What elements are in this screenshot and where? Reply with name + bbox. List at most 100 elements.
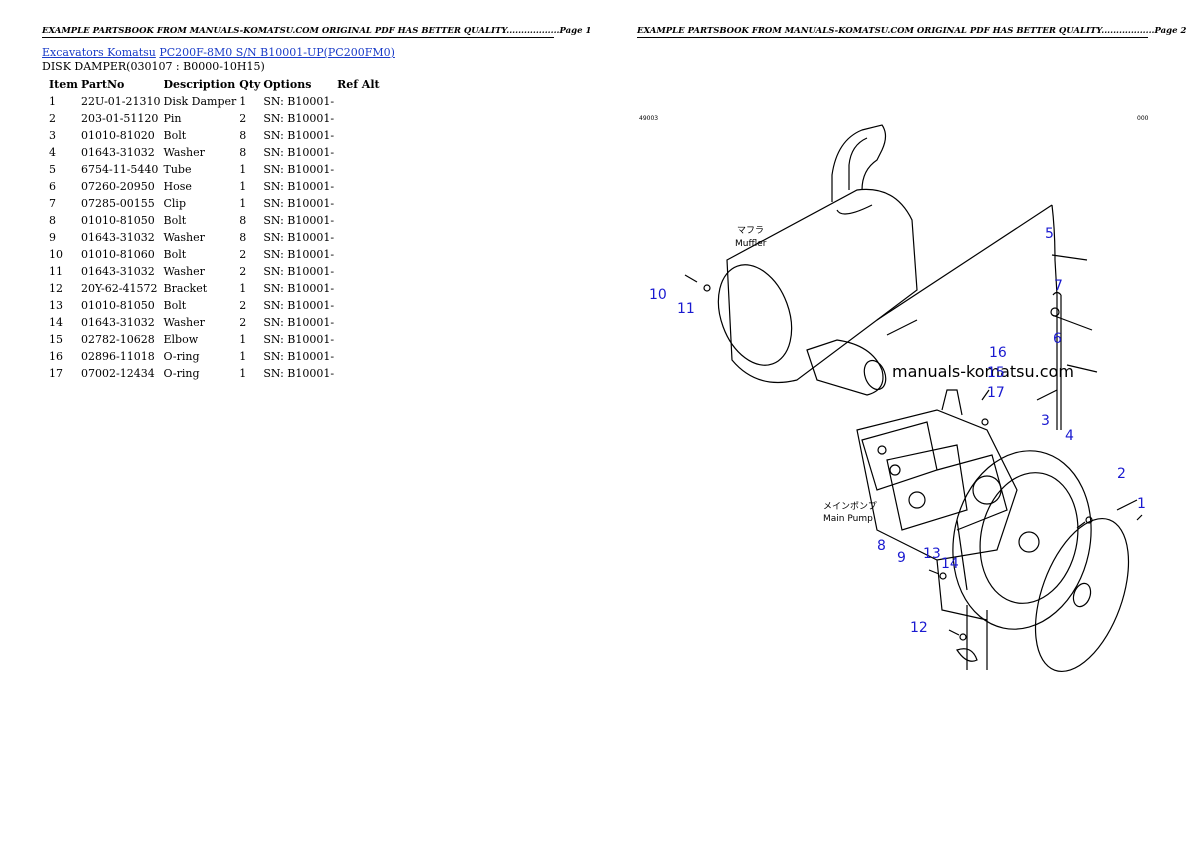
- muffler-label-en: Muffler: [735, 239, 767, 249]
- cell-options: SN: B10001-: [263, 112, 335, 125]
- cell-qty: 1: [239, 282, 247, 295]
- cell-qty: 1: [239, 333, 247, 346]
- column-header: Options: [263, 78, 312, 91]
- column-header: Item: [49, 78, 78, 91]
- callout-11: 11: [677, 301, 695, 317]
- cell-ref-alt: [337, 331, 383, 348]
- cell-ref-alt: [337, 127, 383, 144]
- cell-item: 12: [49, 282, 63, 295]
- cell-partno: 22U-01-21310: [81, 95, 161, 108]
- cell-qty: 1: [239, 350, 247, 363]
- cell-item: 17: [49, 367, 63, 380]
- callout-12: 12: [910, 620, 928, 636]
- cell-item: 16: [49, 350, 63, 363]
- cell-partno: 02782-10628: [81, 333, 155, 346]
- breadcrumb-link-model[interactable]: PC200F-8M0 S/N B10001-UP(PC200FM0): [159, 46, 395, 59]
- cell-ref-alt: [337, 195, 383, 212]
- column-header: Ref Alt: [337, 78, 380, 91]
- tube-drawing: [1036, 204, 1098, 430]
- cell-item: 7: [49, 197, 56, 210]
- cell-qty: 1: [239, 180, 247, 193]
- breadcrumb-link-category[interactable]: Excavators Komatsu: [42, 46, 156, 59]
- callout-15: 15: [987, 365, 1005, 381]
- cell-item: 10: [49, 248, 63, 261]
- callout-1: 1: [1137, 496, 1146, 512]
- cell-item: 11: [49, 265, 63, 278]
- cell-description: Hose: [163, 180, 192, 193]
- cell-options: SN: B10001-: [263, 248, 335, 261]
- column-header: Qty: [239, 78, 261, 91]
- cell-options: SN: B10001-: [263, 214, 335, 227]
- callout-7: 7: [1054, 278, 1063, 294]
- cell-item: 13: [49, 299, 63, 312]
- cell-item: 3: [49, 129, 56, 142]
- callout-5: 5: [1045, 226, 1054, 242]
- cell-description: Bolt: [163, 129, 187, 142]
- cell-options: SN: B10001-: [263, 95, 335, 108]
- column-header: Description: [163, 78, 236, 91]
- cell-ref-alt: [337, 110, 383, 127]
- callout-16: 16: [989, 345, 1007, 361]
- cell-partno: 6754-11-5440: [81, 163, 159, 176]
- callout-4: 4: [1065, 428, 1074, 444]
- callout-3: 3: [1041, 413, 1050, 429]
- cell-description: Bracket: [163, 282, 208, 295]
- cell-options: SN: B10001-: [263, 316, 335, 329]
- figure-code-right: 000: [1137, 115, 1149, 122]
- cell-item: 4: [49, 146, 56, 159]
- cell-partno: 01010-81060: [81, 248, 155, 261]
- cell-qty: 2: [239, 316, 247, 329]
- cell-description: Clip: [163, 197, 187, 210]
- cell-description: Disk Damper: [163, 95, 237, 108]
- cell-description: Tube: [163, 163, 192, 176]
- cell-ref-alt: [337, 161, 383, 178]
- cell-partno: 01643-31032: [81, 316, 155, 329]
- cell-partno: 203-01-51120: [81, 112, 159, 125]
- cell-ref-alt: [337, 178, 383, 195]
- callout-9: 9: [897, 550, 906, 566]
- cell-qty: 8: [239, 146, 247, 159]
- breadcrumb: Excavators Komatsu PC200F-8M0 S/N B10001…: [42, 46, 395, 59]
- callout-17: 17: [987, 385, 1005, 401]
- cell-item: 5: [49, 163, 56, 176]
- callout-14: 14: [941, 556, 959, 572]
- cell-options: SN: B10001-: [263, 231, 335, 244]
- cell-description: Washer: [163, 265, 205, 278]
- cell-ref-alt: [337, 212, 383, 229]
- cell-qty: 8: [239, 129, 247, 142]
- cell-partno: 02896-11018: [81, 350, 155, 363]
- section-title: DISK DAMPER(030107 : B0000-10H15): [42, 60, 265, 73]
- cell-partno: 07002-12434: [81, 367, 155, 380]
- cell-description: Bolt: [163, 248, 187, 261]
- cell-description: O-ring: [163, 350, 200, 363]
- cell-description: Elbow: [163, 333, 199, 346]
- cell-description: O-ring: [163, 367, 200, 380]
- disk-damper-drawing: [1034, 499, 1143, 673]
- callout-6: 6: [1053, 331, 1062, 347]
- cell-ref-alt: [337, 365, 383, 382]
- cell-item: 15: [49, 333, 63, 346]
- figure-code-left: 49003: [639, 115, 658, 122]
- main-pump-drawing: [856, 389, 1018, 621]
- page-2-header: EXAMPLE PARTSBOOK FROM MANUALS-KOMATSU.C…: [637, 26, 1187, 38]
- cell-ref-alt: [337, 263, 383, 280]
- cell-qty: 1: [239, 95, 247, 108]
- cell-options: SN: B10001-: [263, 146, 335, 159]
- cell-ref-alt: [337, 93, 383, 110]
- cell-partno: 20Y-62-41572: [81, 282, 158, 295]
- cell-ref-alt: [337, 297, 383, 314]
- watermark-text: manuals-komatsu.com: [892, 362, 1074, 381]
- cell-ref-alt: [337, 280, 383, 297]
